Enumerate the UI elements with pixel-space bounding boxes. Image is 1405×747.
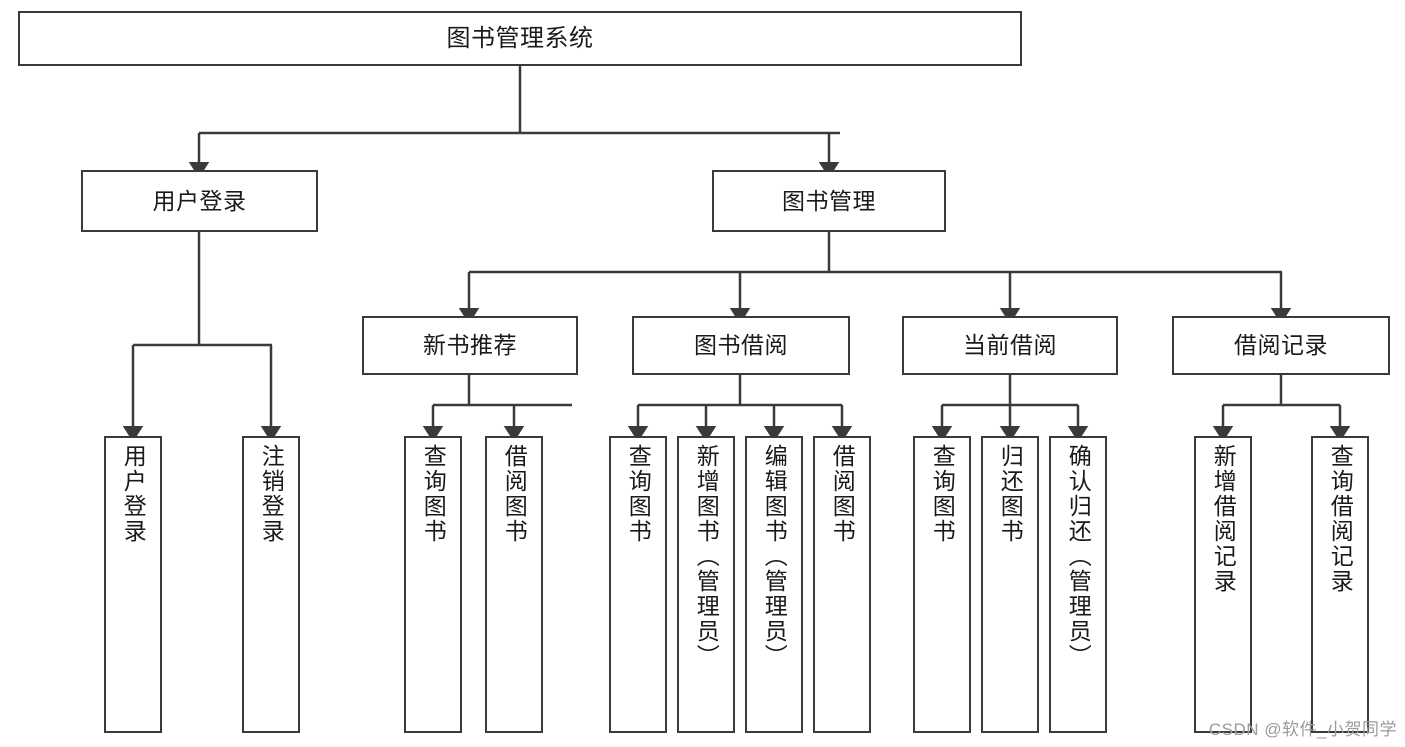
node-label: 图书借阅 xyxy=(694,332,788,359)
csdn-watermark: CSDN @软件_小贺同学 xyxy=(1208,720,1397,739)
node-user-login[interactable]: 用户登录 xyxy=(81,170,318,232)
leaf-bb-edit-book-admin[interactable]: 编辑图书（管理员） xyxy=(745,436,803,733)
node-label: 查询图书 xyxy=(625,444,652,544)
node-current-borrow[interactable]: 当前借阅 xyxy=(902,316,1118,375)
node-label: 查询图书 xyxy=(420,444,447,544)
leaf-nb-query-book[interactable]: 查询图书 xyxy=(404,436,462,733)
leaf-cb-return-book[interactable]: 归还图书 xyxy=(981,436,1039,733)
node-label: 归还图书 xyxy=(997,444,1024,544)
node-new-book-recommend[interactable]: 新书推荐 xyxy=(362,316,578,375)
node-label: 图书管理系统 xyxy=(446,24,594,52)
leaf-bb-query-book[interactable]: 查询图书 xyxy=(609,436,667,733)
node-borrow-record[interactable]: 借阅记录 xyxy=(1172,316,1390,375)
leaf-bb-borrow-book[interactable]: 借阅图书 xyxy=(813,436,871,733)
node-label: 新书推荐 xyxy=(423,332,517,359)
node-label: 编辑图书（管理员） xyxy=(761,444,788,669)
node-label: 借阅图书 xyxy=(501,444,528,544)
leaf-br-add-record[interactable]: 新增借阅记录 xyxy=(1194,436,1252,733)
node-label: 查询图书 xyxy=(929,444,956,544)
leaf-bb-add-book-admin[interactable]: 新增图书（管理员） xyxy=(677,436,735,733)
node-book-management[interactable]: 图书管理 xyxy=(712,170,946,232)
node-label: 确认归还（管理员） xyxy=(1065,444,1092,669)
node-label: 用户登录 xyxy=(120,444,147,544)
leaf-cb-query-book[interactable]: 查询图书 xyxy=(913,436,971,733)
node-label: 借阅图书 xyxy=(829,444,856,544)
node-label: 查询借阅记录 xyxy=(1327,444,1354,594)
leaf-nb-borrow-book[interactable]: 借阅图书 xyxy=(485,436,543,733)
leaf-logout[interactable]: 注销登录 xyxy=(242,436,300,733)
node-label: 新增借阅记录 xyxy=(1210,444,1237,594)
node-label: 新增图书（管理员） xyxy=(693,444,720,669)
node-label: 图书管理 xyxy=(782,187,876,214)
node-book-borrow[interactable]: 图书借阅 xyxy=(632,316,850,375)
leaf-br-query-record[interactable]: 查询借阅记录 xyxy=(1311,436,1369,733)
node-root-system[interactable]: 图书管理系统 xyxy=(18,11,1022,66)
node-label: 注销登录 xyxy=(258,444,285,544)
node-label: 当前借阅 xyxy=(963,332,1057,359)
leaf-cb-confirm-return-admin[interactable]: 确认归还（管理员） xyxy=(1049,436,1107,733)
node-label: 借阅记录 xyxy=(1234,332,1328,359)
leaf-user-login[interactable]: 用户登录 xyxy=(104,436,162,733)
node-label: 用户登录 xyxy=(152,187,247,214)
